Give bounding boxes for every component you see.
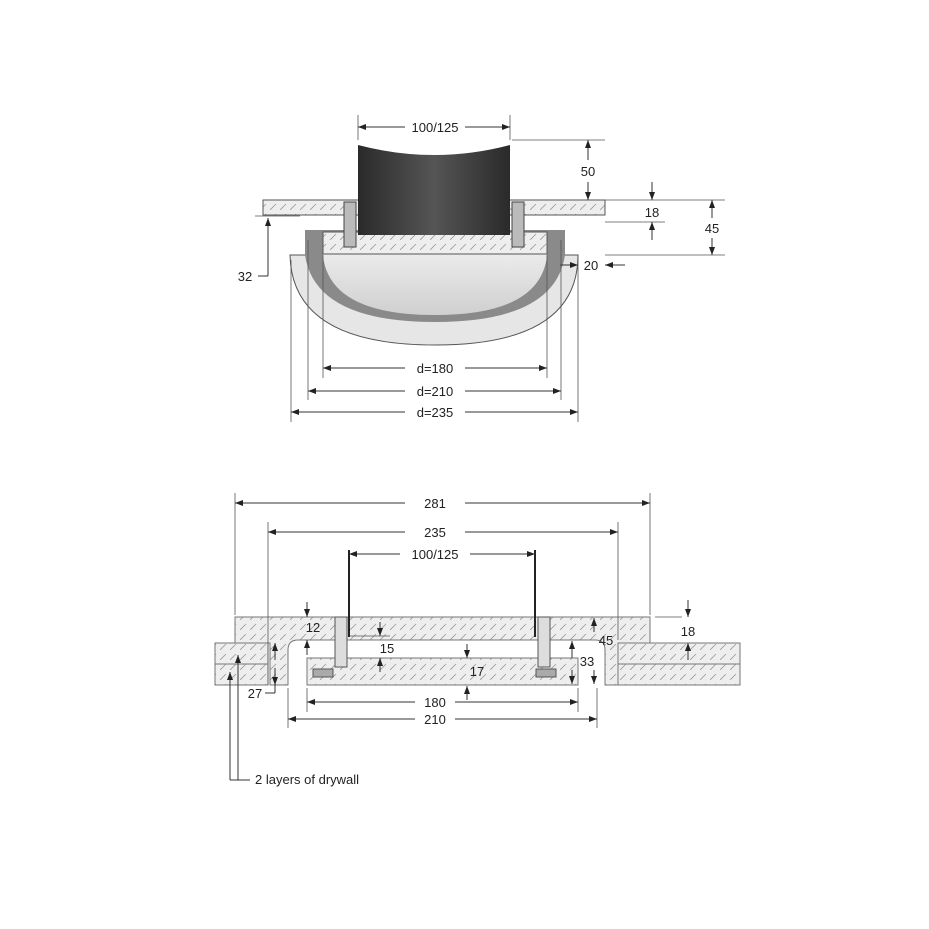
- label-cutout-width: 235: [424, 525, 446, 540]
- label-recess-depth: 33: [580, 654, 594, 669]
- label-flange-thickness: 18: [645, 205, 659, 220]
- label-pipe-height: 50: [581, 164, 595, 179]
- dome-inner: [323, 240, 547, 315]
- right-clamp: [511, 201, 525, 248]
- label-flange-dim: 12: [306, 620, 320, 635]
- label-flange-thickness: 18: [681, 624, 695, 639]
- label-d-235: d=235: [417, 405, 454, 420]
- label-d-180: d=180: [417, 361, 454, 376]
- label-body-width: 210: [424, 712, 446, 727]
- drywall-note: 2 layers of drywall: [255, 772, 359, 787]
- section-view: 281 235 100/125 12 15 17 33 45 18 27 180…: [214, 493, 741, 787]
- left-seal: [312, 668, 334, 678]
- label-wall-offset: 20: [584, 258, 598, 273]
- label-collar-dim: 15: [380, 641, 394, 656]
- label-pipe-diameter: 100/125: [412, 547, 459, 562]
- label-pipe-diameter: 100/125: [412, 120, 459, 135]
- top-view: 100/125 50 18 45 20 32 d=180 d=210 d=235: [238, 115, 725, 422]
- label-total-height: 45: [705, 221, 719, 236]
- label-d-210: d=210: [417, 384, 454, 399]
- left-clamp: [343, 201, 357, 248]
- label-plate-width: 180: [424, 695, 446, 710]
- right-clamp: [537, 616, 551, 668]
- right-seal: [535, 668, 557, 678]
- inner-plate: [306, 657, 579, 686]
- label-drywall-depth: 27: [248, 686, 262, 701]
- label-side-depth: 32: [238, 269, 252, 284]
- left-clamp: [334, 616, 348, 668]
- label-overall-width: 281: [424, 496, 446, 511]
- label-total-height: 45: [599, 633, 613, 648]
- pipe: [358, 145, 510, 235]
- label-plate-thickness: 17: [470, 664, 484, 679]
